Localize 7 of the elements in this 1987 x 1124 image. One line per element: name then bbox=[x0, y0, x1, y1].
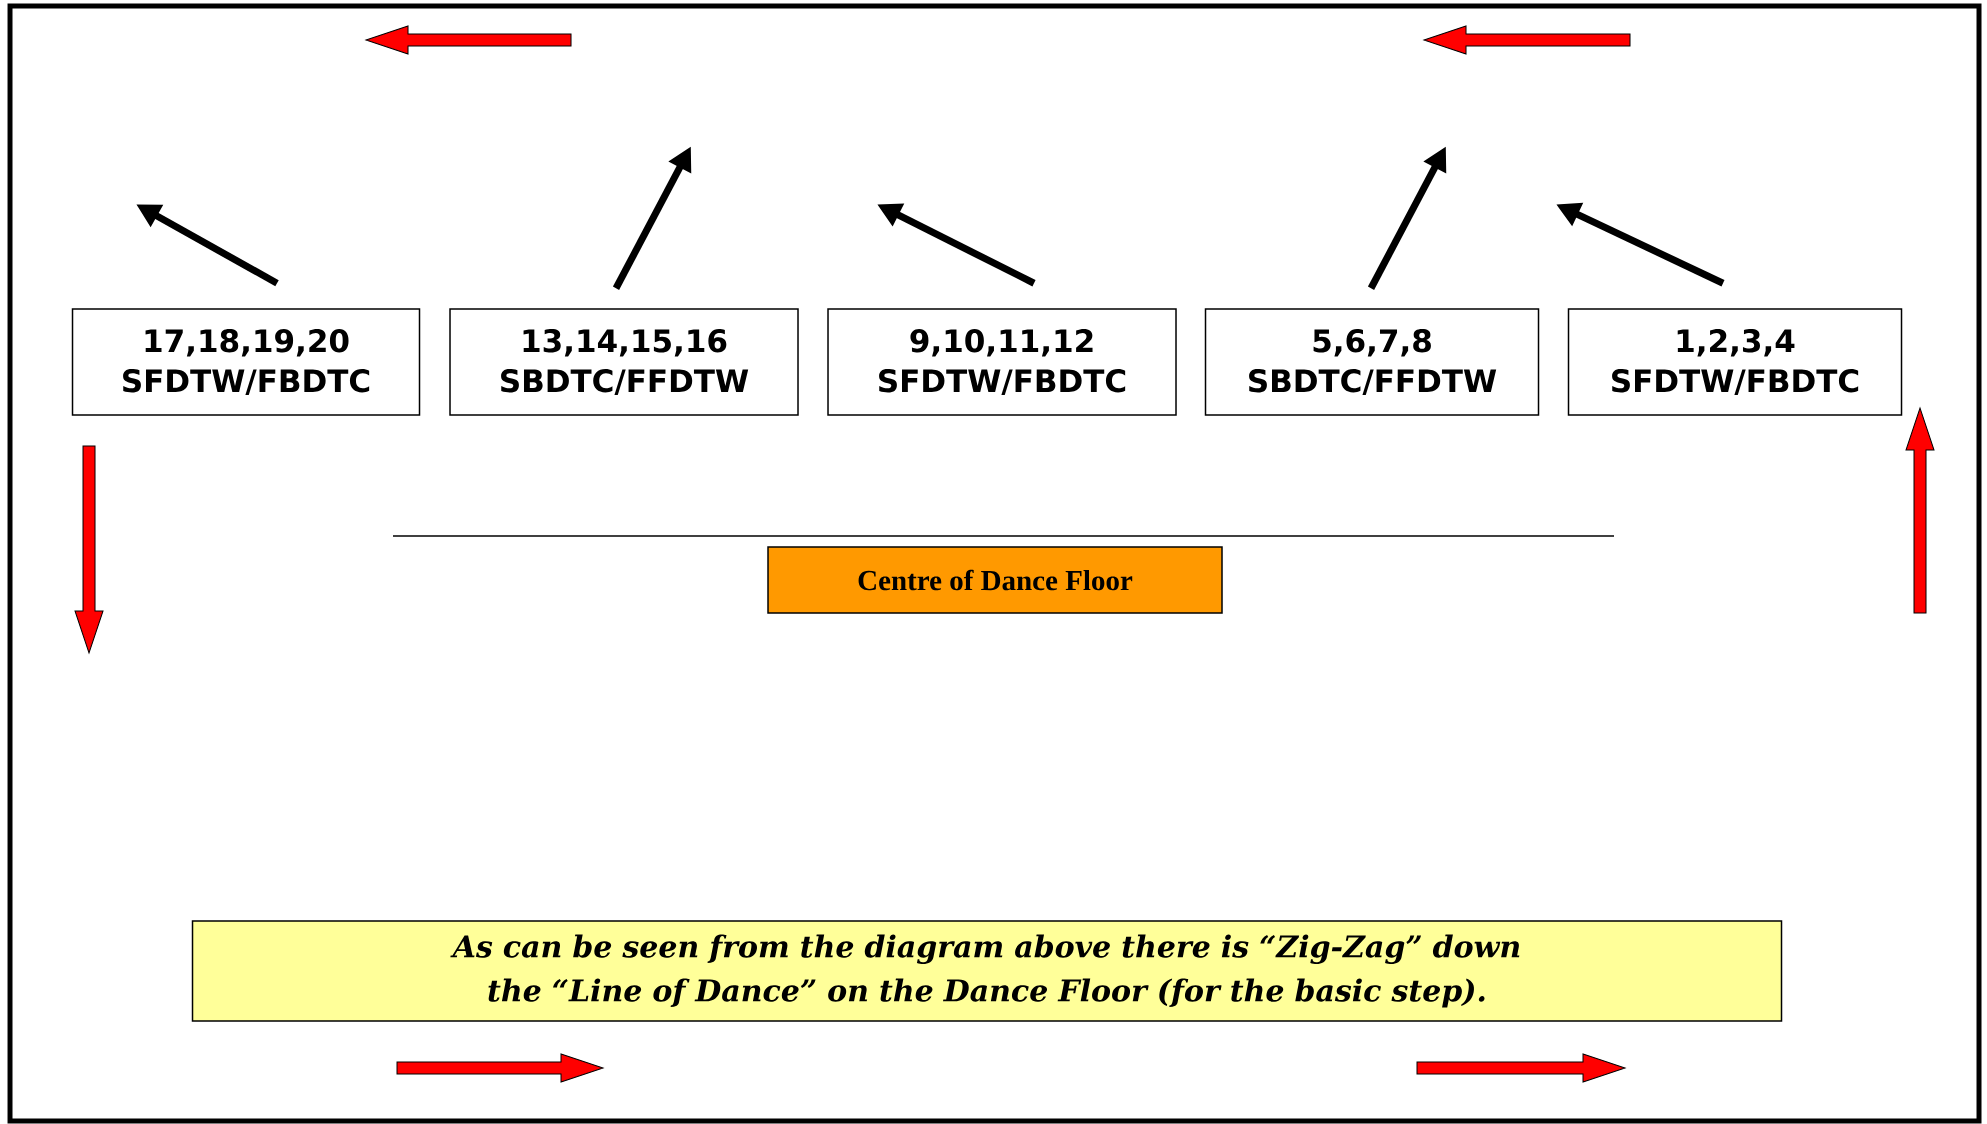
label-box: Centre of Dance Floor bbox=[767, 546, 1223, 614]
step-box: 1,2,3,4 SFDTW/FBDTC bbox=[1567, 308, 1903, 416]
note-box: As can be seen from the diagram above there is “Zig-Zag” down the “Line of Dance” on the Dance Floor (for the basic step). bbox=[191, 920, 1783, 1022]
step-box: 9,10,11,12 SFDTW/FBDTC bbox=[827, 308, 1177, 416]
step-box: 17,18,19,20 SFDTW/FBDTC bbox=[71, 308, 421, 416]
step-box: 13,14,15,16 SBDTC/FFDTW bbox=[449, 308, 799, 416]
step-box: 5,6,7,8 SBDTC/FFDTW bbox=[1204, 308, 1540, 416]
